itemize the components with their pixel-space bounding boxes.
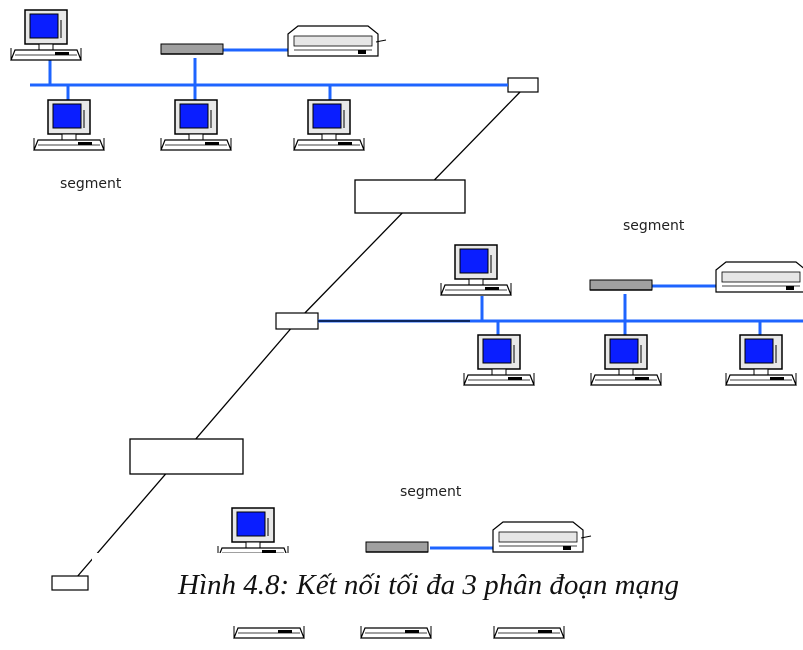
segment-1 [10, 9, 508, 151]
computer-icon [10, 9, 82, 61]
printer-icon [715, 261, 803, 293]
segment-2 [318, 244, 803, 386]
repeater-icon [275, 312, 319, 330]
computer-icon [440, 244, 512, 296]
segment-label: segment [623, 218, 685, 234]
computer-icon [217, 507, 289, 559]
computer-icon [725, 334, 797, 386]
segment-label: segment [60, 176, 122, 192]
computer-icon [590, 334, 662, 386]
hub-icon [160, 43, 224, 55]
printer-icon [492, 521, 592, 553]
computer-icon [293, 99, 365, 151]
figure-caption-box: Hình 4.8: Kết nối tối đa 3 phân đoạn mạn… [92, 553, 803, 615]
repeater-icon [51, 575, 89, 591]
computer-icon [160, 99, 232, 151]
computer-icon [360, 625, 432, 639]
figure-caption: Hình 4.8: Kết nối tối đa 3 phân đoạn mạn… [178, 569, 680, 601]
segment-label: segment [400, 484, 462, 500]
computer-icon [33, 99, 105, 151]
link-box-2 [129, 438, 244, 475]
hub-icon [365, 541, 429, 553]
backbone [69, 89, 523, 586]
printer-icon [287, 25, 387, 57]
computer-icon [233, 625, 305, 639]
computer-icon [493, 625, 565, 639]
hub-icon [589, 279, 653, 291]
segment-3 [217, 507, 592, 639]
computer-icon [463, 334, 535, 386]
link-box-1 [354, 179, 466, 214]
repeater-icon [507, 77, 539, 93]
